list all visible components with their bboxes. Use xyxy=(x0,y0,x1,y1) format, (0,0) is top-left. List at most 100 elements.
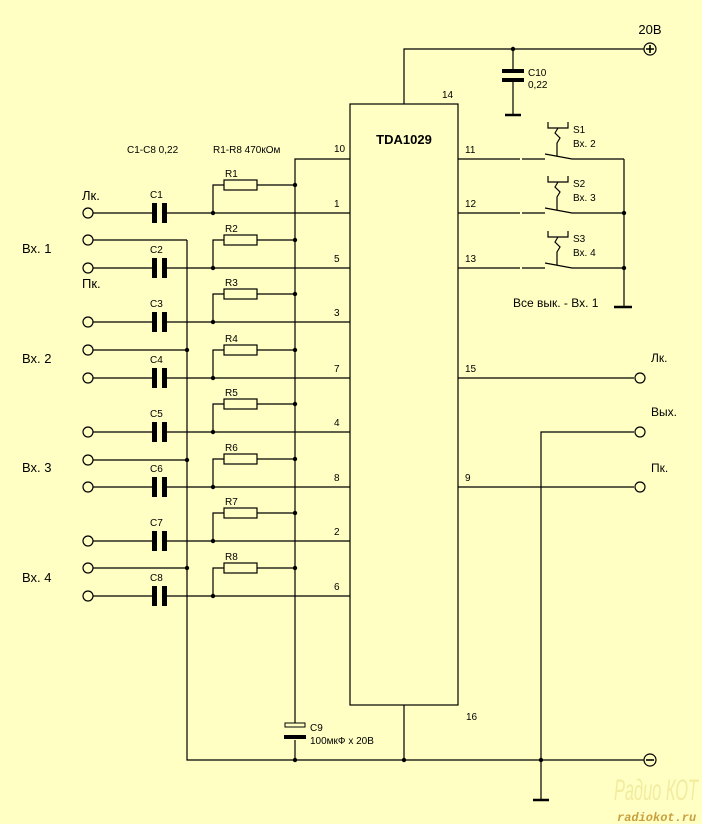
junction xyxy=(292,237,298,243)
c10-name: C10 xyxy=(528,68,547,79)
ic-name: TDA1029 xyxy=(376,132,432,147)
junction xyxy=(210,319,216,325)
resistor-body xyxy=(223,234,258,246)
pin-10-label: 10 xyxy=(334,144,346,155)
pin-15-label: 15 xyxy=(465,364,477,375)
cap-plate xyxy=(152,586,157,606)
bias-bus xyxy=(294,158,350,760)
junction xyxy=(210,484,216,490)
input-ground-terminal[interactable] xyxy=(82,344,94,356)
input-terminal[interactable] xyxy=(82,535,94,547)
switch-name: S3 xyxy=(573,234,586,245)
input-terminal[interactable] xyxy=(82,372,94,384)
junction xyxy=(292,456,298,462)
resistor-label: R2 xyxy=(225,224,238,235)
resistor-body xyxy=(223,344,258,356)
junction xyxy=(184,347,190,353)
cap-plate xyxy=(162,477,167,497)
cap-plate xyxy=(152,312,157,332)
resistor-body xyxy=(223,453,258,465)
switch-name: S1 xyxy=(573,125,586,136)
logo-title: Радио КОТ xyxy=(614,774,699,807)
channel-wire xyxy=(93,458,350,488)
input-terminal[interactable] xyxy=(82,481,94,493)
cap-label: C8 xyxy=(150,573,163,584)
channel-wire xyxy=(93,512,350,542)
supply-voltage: 20В xyxy=(638,22,661,37)
input-terminal[interactable] xyxy=(82,262,94,274)
pin-label: 12 xyxy=(465,199,477,210)
junction xyxy=(210,593,216,599)
c10-plate xyxy=(502,69,524,73)
cap-plate xyxy=(162,258,167,278)
junction xyxy=(292,565,298,571)
input-left-label: Лк. xyxy=(82,188,100,203)
resistor-label: R3 xyxy=(225,278,238,289)
output-left-terminal[interactable] xyxy=(634,372,646,384)
output-right-label: Пк. xyxy=(651,461,668,475)
input-ground-terminal[interactable] xyxy=(82,562,94,574)
junction xyxy=(210,265,216,271)
switch-s3[interactable] xyxy=(458,231,624,269)
input-terminal[interactable] xyxy=(82,207,94,219)
switch-note: Все вык. - Вх. 1 xyxy=(513,296,599,310)
channel-wire xyxy=(93,403,350,433)
pin-label: 11 xyxy=(465,145,476,156)
pin-label: 8 xyxy=(334,473,340,484)
input-terminal[interactable] xyxy=(82,316,94,328)
plus-sign xyxy=(646,45,654,53)
switch-name: S2 xyxy=(573,179,586,190)
ic-body xyxy=(349,103,459,706)
output-common-terminal[interactable] xyxy=(634,426,646,438)
output-left-label: Лк. xyxy=(651,351,667,365)
pin-label: 2 xyxy=(334,527,340,538)
pin-label: 13 xyxy=(465,254,477,265)
pin-14-label: 14 xyxy=(442,90,454,101)
resistor-label: R1 xyxy=(225,169,238,180)
resistor-label: R6 xyxy=(225,443,238,454)
switch-s1[interactable] xyxy=(458,122,624,160)
c9-name: C9 xyxy=(310,723,323,734)
input-terminal[interactable] xyxy=(82,426,94,438)
pin-label: 1 xyxy=(334,199,340,210)
input-1-label: Вх. 1 xyxy=(22,241,51,256)
output-right-terminal[interactable] xyxy=(634,481,646,493)
channel-wire xyxy=(93,293,350,323)
pin-label: 4 xyxy=(334,418,340,429)
cap-plate xyxy=(162,203,167,223)
input-ground-terminal[interactable] xyxy=(82,234,94,246)
pin-label: 6 xyxy=(334,582,340,593)
input-ground-terminal[interactable] xyxy=(82,454,94,466)
junction xyxy=(210,538,216,544)
cap-plate xyxy=(162,312,167,332)
switch-s2[interactable] xyxy=(458,176,624,214)
resistor-body xyxy=(223,288,258,300)
supply-wire xyxy=(403,48,644,104)
junction xyxy=(401,757,407,763)
cap-label: C4 xyxy=(150,355,163,366)
c9-plate-negative xyxy=(284,735,306,739)
channel-wire xyxy=(93,239,350,269)
junction xyxy=(184,565,190,571)
caps-note: C1-C8 0,22 xyxy=(127,145,179,156)
resistor-label: R5 xyxy=(225,388,238,399)
plus-terminal-icon[interactable] xyxy=(643,42,657,56)
minus-terminal-icon[interactable] xyxy=(643,753,657,767)
cap-plate xyxy=(152,258,157,278)
junction xyxy=(184,457,190,463)
cap-plate xyxy=(152,368,157,388)
output-common-label: Вых. xyxy=(651,405,677,419)
c10-plate xyxy=(502,78,524,82)
junction xyxy=(292,757,298,763)
cap-label: C3 xyxy=(150,299,163,310)
cap-plate xyxy=(162,531,167,551)
resistor-body xyxy=(223,179,258,191)
switch-label: Вх. 4 xyxy=(573,248,596,259)
input-terminal[interactable] xyxy=(82,590,94,602)
cap-label: C6 xyxy=(150,464,163,475)
input-4-label: Вх. 4 xyxy=(22,570,51,585)
junction xyxy=(210,375,216,381)
